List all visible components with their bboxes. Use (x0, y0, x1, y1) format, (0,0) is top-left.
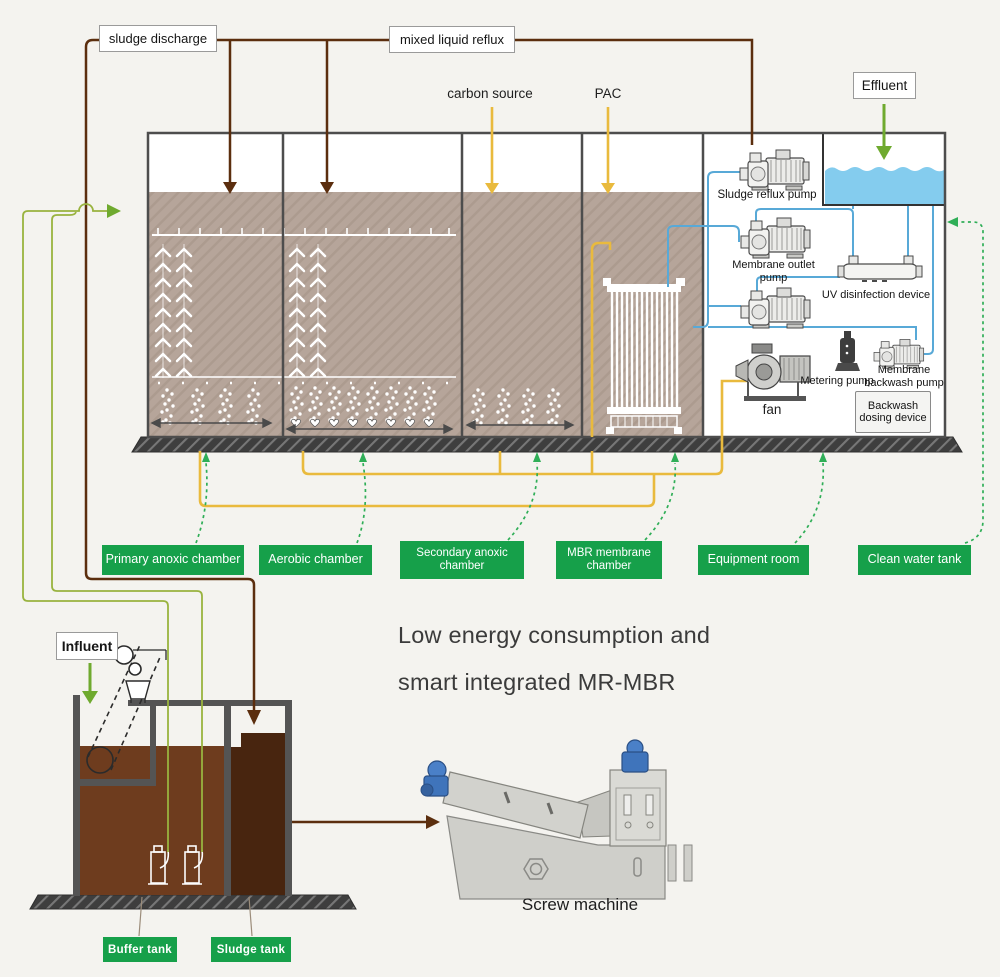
effluent-arrow (876, 104, 892, 160)
sludge-lines (84, 38, 754, 824)
effluent-text: Effluent (861, 78, 908, 93)
metering-pump-label: Metering pump (800, 375, 874, 387)
chamber-label-secondary-anoxic: Secondary anoxic chamber (400, 541, 524, 579)
water-pipes (667, 171, 934, 355)
headline-line1: Low energy consumption and (398, 622, 711, 648)
main-tank-base (131, 436, 963, 453)
membrane-backwash-pump-line2: backwash pump (864, 376, 944, 389)
backwash-dosing-line2: dosing device (859, 412, 927, 424)
uv-disinfection-device-label: UV disinfection device (821, 289, 931, 301)
leader-arrowheads (202, 217, 958, 462)
influent-arrow (82, 663, 98, 704)
headline-line2: smart integrated MR-MBR (398, 669, 676, 695)
membrane-outlet-pump-label: Membrane outlet pump (732, 259, 815, 284)
buffer-sludge-tanks (29, 644, 357, 937)
tank-internals (150, 228, 575, 435)
influent-label: Influent (56, 632, 118, 660)
influent-text: Influent (61, 638, 113, 654)
buffer-tank-label: Buffer tank (103, 937, 177, 962)
fan-label: fan (762, 402, 782, 417)
tank-walls (146, 131, 947, 439)
fan-icon (735, 343, 811, 401)
tank-foundation (29, 894, 357, 910)
sludge-reflux-pump-label: Sludge reflux pump (717, 189, 817, 201)
chamber-label-equipment-room: Equipment room (698, 545, 809, 575)
backwash-dosing-line1: Backwash (867, 399, 919, 412)
submersible-pumps (148, 845, 204, 885)
chamber-label-mbr-membrane: MBR membrane chamber (556, 541, 662, 579)
sludge-liquid (231, 733, 285, 895)
mixed-liquid-reflux-label: mixed liquid reflux (389, 26, 515, 53)
membrane-module (603, 278, 685, 434)
backwash-dosing-device-label: Backwash dosing device (855, 391, 931, 433)
main-tank (131, 131, 963, 453)
sludge-arrowheads (223, 182, 440, 829)
equipment-room (735, 149, 925, 401)
air-pipes (198, 241, 748, 508)
sludge-tank-label: Sludge tank (211, 937, 291, 962)
dosing-arrows (485, 107, 615, 194)
uv-disinfection-device-icon (837, 255, 923, 282)
sludge-tank-leader (248, 896, 253, 937)
effluent-label: Effluent (853, 72, 916, 99)
influent-lines (22, 203, 203, 852)
sludge-discharge-label: sludge discharge (99, 25, 217, 52)
diffuser-lines (150, 417, 575, 435)
carbon-source-label: carbon source (447, 86, 533, 101)
membrane-backwash-pump-line1: Membrane (877, 364, 931, 376)
buffer-tank-leader (138, 896, 143, 937)
mixed-liquor (149, 192, 703, 436)
metering-pump-icon (835, 331, 860, 371)
label-leaders (195, 221, 984, 544)
chamber-label-primary-anoxic: Primary anoxic chamber (102, 545, 244, 575)
mixed-liquid-reflux-text: mixed liquid reflux (399, 32, 505, 47)
screw-machine-label: Screw machine (521, 895, 639, 914)
membrane-backwash-pump-label: Membrane backwash pump (864, 364, 944, 389)
chamber-label-clean-water-tank: Clean water tank (858, 545, 971, 575)
screw-machine-icon (420, 739, 693, 900)
pac-label: PAC (594, 86, 622, 101)
chamber-label-aerobic: Aerobic chamber (259, 545, 372, 575)
influent-screw-conveyor (86, 644, 167, 774)
feed-arrowhead (107, 204, 121, 218)
sludge-discharge-text: sludge discharge (108, 31, 208, 46)
